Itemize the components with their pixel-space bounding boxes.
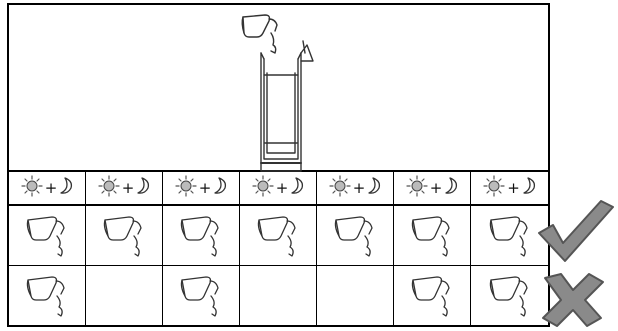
- sun-icon: [483, 175, 505, 201]
- pouring-cup-icon: [101, 214, 147, 258]
- day-cell: [86, 206, 163, 266]
- moon-icon: [444, 176, 458, 200]
- day-header-cell: +: [317, 172, 394, 206]
- sun-plus-moon-icon: +: [21, 175, 74, 201]
- pouring-cup-icon: [178, 214, 224, 258]
- glass-with-pouring-cup-icon: [231, 13, 321, 173]
- plus-sign: +: [199, 181, 212, 196]
- sun-icon: [252, 175, 274, 201]
- day-cell: [86, 266, 163, 325]
- pouring-cup-icon: [332, 214, 378, 258]
- day-cell: [317, 206, 394, 266]
- sun-plus-moon-icon: +: [175, 175, 228, 201]
- day-header-cell: +: [9, 172, 86, 206]
- plus-sign: +: [45, 181, 58, 196]
- pouring-cup-icon: [409, 274, 455, 318]
- cross-mark-icon: [539, 270, 609, 330]
- pouring-cup-icon: [255, 214, 301, 258]
- day-cell: [394, 206, 471, 266]
- sun-icon: [175, 175, 197, 201]
- moon-icon: [522, 176, 536, 200]
- moon-icon: [367, 176, 381, 200]
- day-header-cell: +: [163, 172, 240, 206]
- check-mark-icon: [535, 195, 615, 265]
- day-cell: [394, 266, 471, 325]
- sun-plus-moon-icon: +: [98, 175, 151, 201]
- illustration-area: [9, 5, 548, 172]
- plus-sign: +: [276, 181, 289, 196]
- moon-icon: [136, 176, 150, 200]
- day-cell: [9, 266, 86, 325]
- day-cell: [240, 266, 317, 325]
- sun-plus-moon-icon: +: [406, 175, 459, 201]
- pouring-cup-icon: [409, 214, 455, 258]
- pouring-cup-icon: [178, 274, 224, 318]
- day-cell: [163, 266, 240, 325]
- pouring-cup-icon: [487, 214, 533, 258]
- pouring-cup-icon: [24, 274, 70, 318]
- day-cell: [9, 206, 86, 266]
- sun-plus-moon-icon: +: [483, 175, 536, 201]
- result-marks: [535, 195, 615, 330]
- worksheet-frame: + + + + + + +: [7, 3, 550, 327]
- day-header-cell: +: [394, 172, 471, 206]
- pouring-cup-icon: [487, 274, 533, 318]
- tracking-grid: + + + + + + +: [9, 172, 548, 325]
- sun-icon: [329, 175, 351, 201]
- plus-sign: +: [353, 181, 366, 196]
- day-cell: [317, 266, 394, 325]
- sun-icon: [98, 175, 120, 201]
- sun-icon: [21, 175, 43, 201]
- plus-sign: +: [430, 181, 443, 196]
- day-header-cell: +: [240, 172, 317, 206]
- sun-icon: [406, 175, 428, 201]
- moon-icon: [59, 176, 73, 200]
- day-cell: [163, 206, 240, 266]
- day-cell: [240, 206, 317, 266]
- sun-plus-moon-icon: +: [252, 175, 305, 201]
- pouring-cup-icon: [24, 214, 70, 258]
- day-header-cell: +: [86, 172, 163, 206]
- plus-sign: +: [122, 181, 135, 196]
- moon-icon: [213, 176, 227, 200]
- moon-icon: [290, 176, 304, 200]
- sun-plus-moon-icon: +: [329, 175, 382, 201]
- plus-sign: +: [507, 181, 520, 196]
